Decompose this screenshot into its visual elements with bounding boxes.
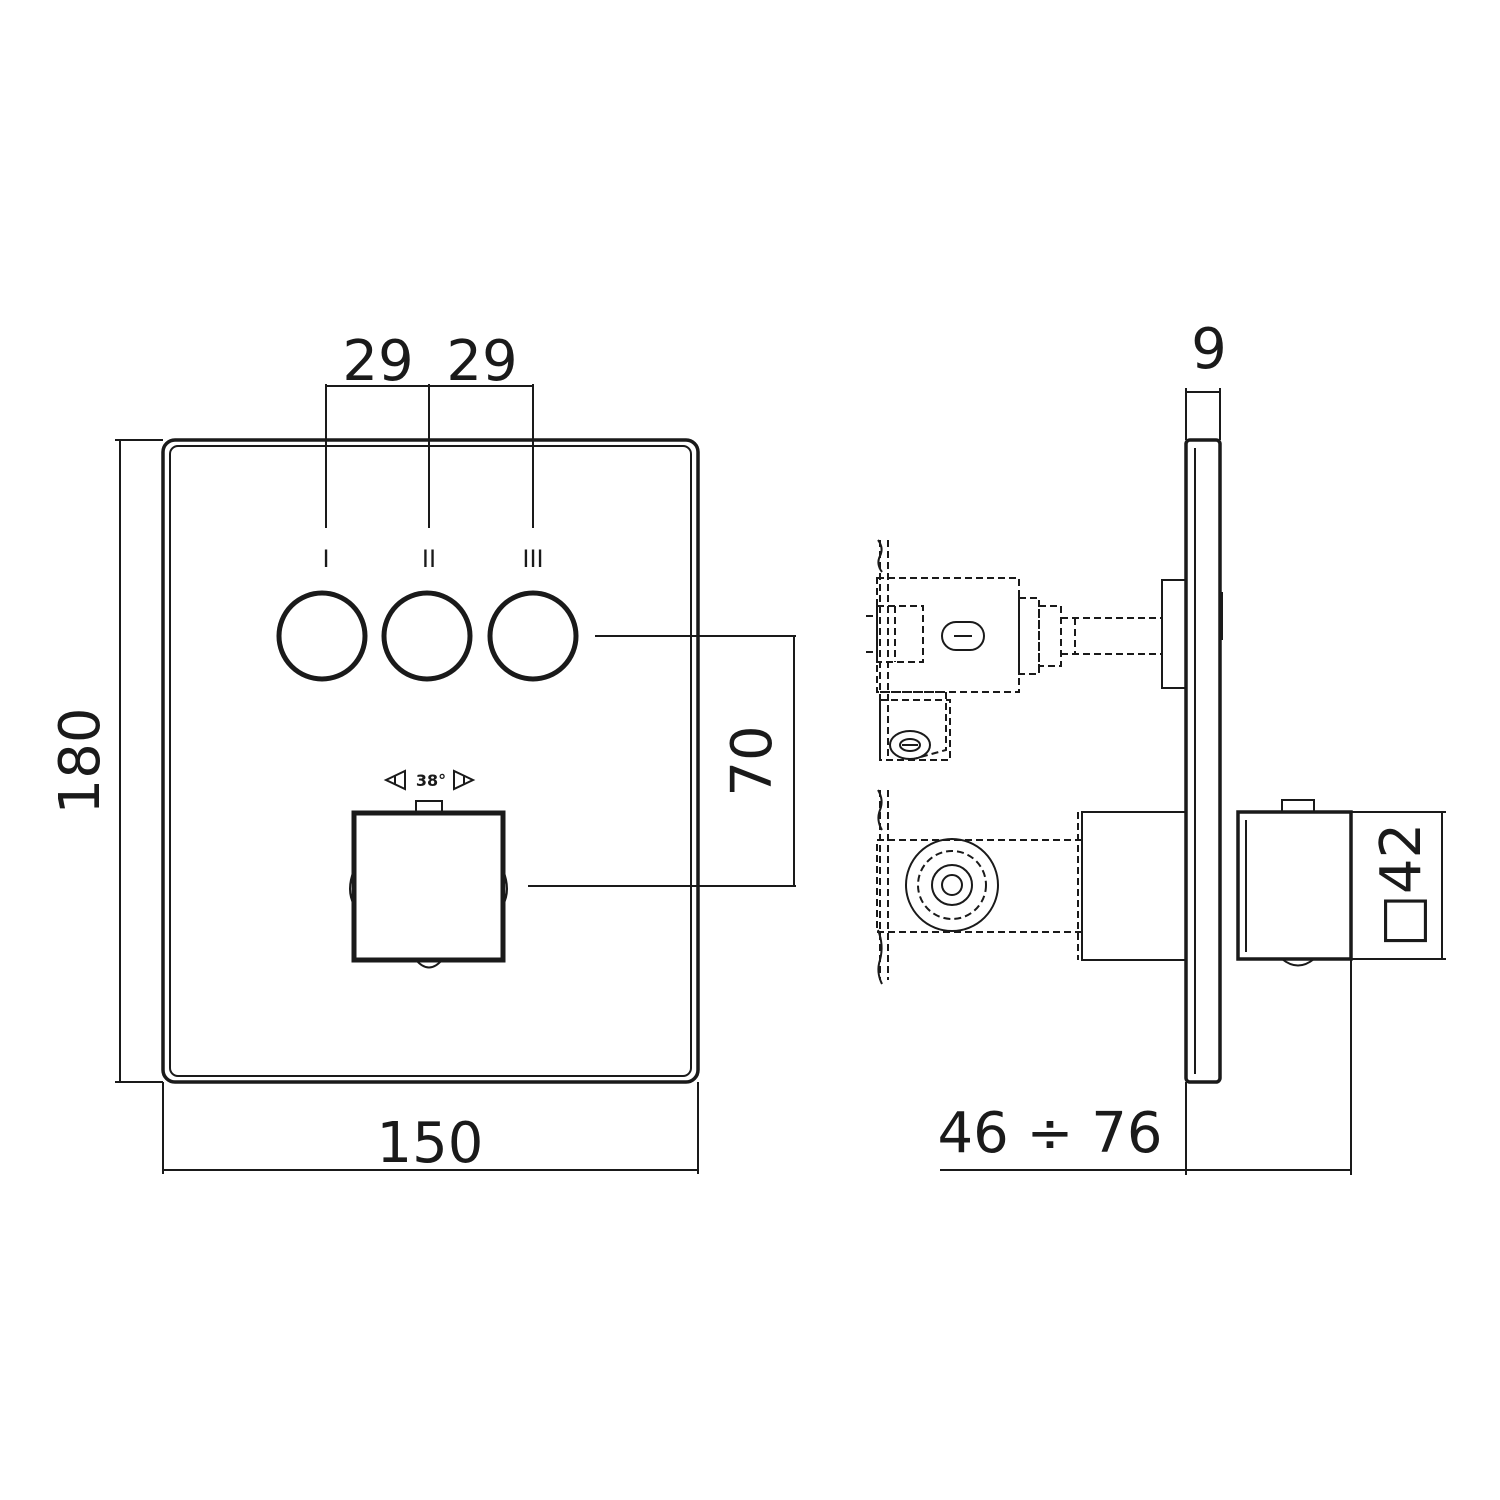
dimension-plate-thickness: 9 — [1191, 317, 1227, 382]
front-view: I II III 38° — [115, 384, 796, 1174]
rotation-angle-indicator: 38° — [383, 769, 476, 791]
dimension-plate-width: 150 — [377, 1111, 484, 1176]
dimension-vertical-spacing: 70 — [720, 725, 785, 796]
concealed-diverter-body — [866, 539, 1187, 761]
push-button-3 — [487, 590, 579, 682]
button-label-2: II — [422, 545, 436, 573]
dimension-handle-size: □42 — [1369, 823, 1434, 947]
push-button-1 — [276, 590, 368, 682]
dimension-button-spacing-left: 29 — [342, 329, 413, 394]
cover-plate-inner-edge — [169, 445, 692, 1077]
side-cover-plate — [1184, 438, 1222, 1084]
concealed-thermostatic-body — [876, 789, 1187, 985]
side-view — [866, 388, 1446, 1175]
dimension-plate-height: 180 — [48, 708, 113, 815]
handle-angle-label: 38° — [416, 771, 446, 790]
button-label-1: I — [322, 545, 329, 573]
thermostatic-handle — [349, 800, 508, 969]
button-label-3: III — [522, 545, 543, 573]
push-button-2 — [381, 590, 473, 682]
cover-plate — [161, 438, 700, 1084]
side-thermostatic-handle — [1236, 799, 1353, 967]
dimension-depth-range: 46 ÷ 76 — [937, 1101, 1162, 1166]
dimension-button-spacing-right: 29 — [446, 329, 517, 394]
